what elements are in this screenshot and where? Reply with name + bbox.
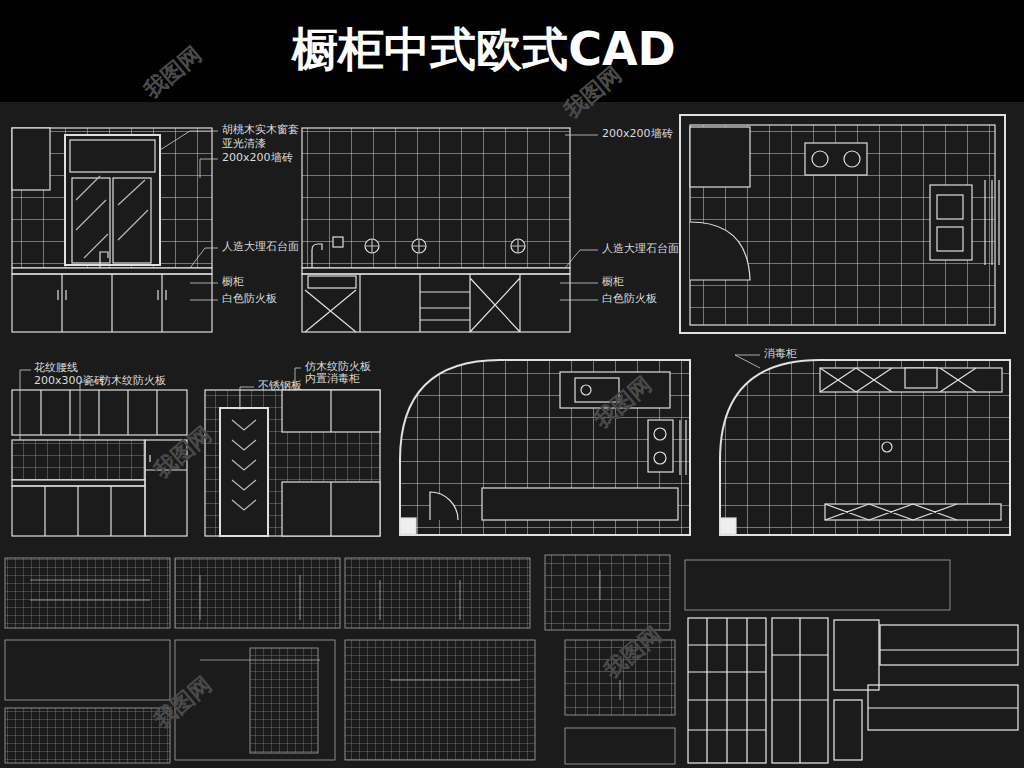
callout-label: 200x200墙砖 bbox=[222, 152, 293, 165]
callout-label: 人造大理石台面 bbox=[602, 243, 679, 256]
callout-label: 200x300瓷砖 bbox=[34, 375, 105, 388]
callout-label: 亚光清漆 bbox=[222, 138, 266, 151]
callout-label: 橱柜 bbox=[602, 276, 624, 289]
callout-label: 人造大理石台面 bbox=[222, 241, 299, 254]
callout-label: 200x200墙砖 bbox=[602, 128, 673, 141]
callout-label: 胡桃木实木窗套 bbox=[222, 124, 299, 137]
callout-label: 内置消毒柜 bbox=[305, 373, 360, 386]
callout-label: 橱柜 bbox=[222, 276, 244, 289]
callout-label: 花纹腰线 bbox=[34, 362, 78, 375]
callout-label: 仿木纹防火板 bbox=[100, 375, 166, 388]
callout-label: 白色防火板 bbox=[602, 293, 657, 306]
page-title: 橱柜中式欧式CAD bbox=[0, 24, 968, 75]
callout-label: 仿木纹防火板 bbox=[305, 361, 371, 374]
callout-label: 白色防火板 bbox=[222, 293, 277, 306]
callout-label: 消毒柜 bbox=[764, 348, 797, 361]
callout-label: 不锈钢板 bbox=[258, 380, 302, 393]
